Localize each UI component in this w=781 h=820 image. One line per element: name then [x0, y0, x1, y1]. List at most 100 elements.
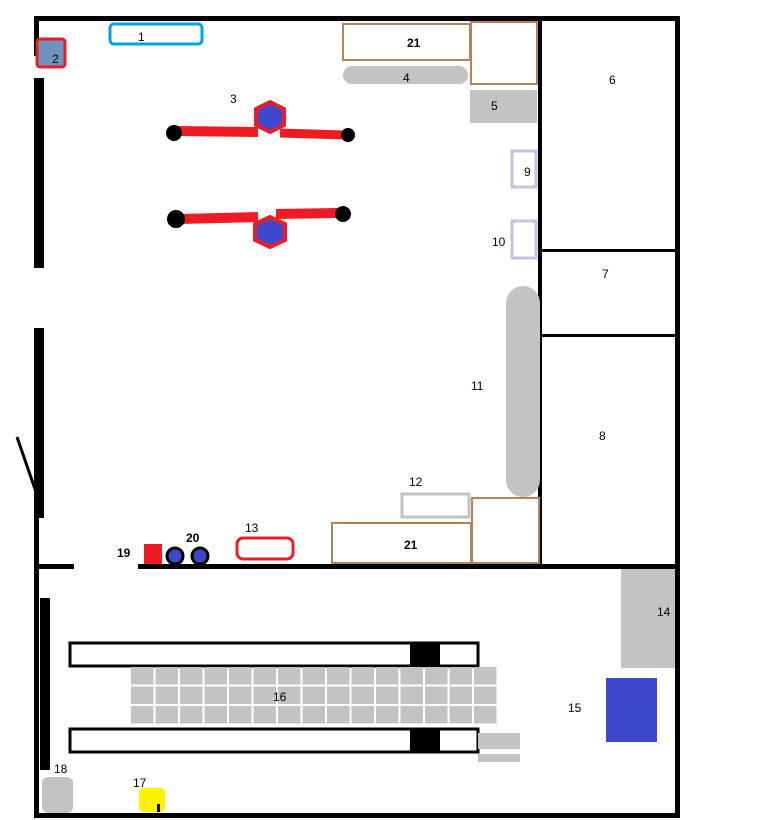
chair-hexagon	[253, 214, 287, 250]
door-swing-line	[15, 436, 38, 493]
seat-cell	[449, 706, 472, 724]
wall-divider-left	[34, 564, 74, 569]
table-end-cap	[166, 125, 182, 141]
item-15-blue-block	[606, 678, 657, 742]
item-13-box	[235, 536, 295, 561]
label-21-bottom: 21	[404, 538, 418, 552]
item-12-box	[400, 492, 471, 519]
seat-cell	[474, 667, 497, 685]
room-6-7-divider	[540, 249, 677, 252]
room-7-8-divider	[540, 334, 677, 337]
item-19-red-block	[144, 544, 162, 564]
wall-left-top-stub	[34, 16, 39, 56]
table-arm	[275, 208, 339, 219]
seat-cell	[204, 686, 227, 704]
label-12: 12	[409, 475, 423, 489]
table-arm	[179, 212, 259, 224]
chair-hexagon	[254, 99, 286, 135]
item-20-round	[165, 546, 185, 566]
label-20: 20	[186, 531, 200, 545]
label-16: 16	[273, 690, 287, 704]
seat-cell	[478, 733, 520, 749]
wall-left-upper	[34, 78, 44, 268]
wall-top	[34, 16, 680, 21]
wall-right	[675, 16, 680, 818]
label-2: 2	[52, 52, 59, 66]
seat-cell	[131, 706, 154, 724]
seat-cell	[327, 706, 350, 724]
item-9-box	[510, 149, 538, 189]
label-18: 18	[54, 762, 68, 776]
seat-cell	[278, 706, 301, 724]
item-21-bottom-cabinet	[331, 522, 472, 564]
seat-cell	[351, 667, 374, 685]
seat-cell	[327, 686, 350, 704]
label-4: 4	[403, 71, 410, 85]
seat-cell	[400, 686, 423, 704]
seat-cell	[478, 754, 520, 762]
seat-cell	[155, 667, 178, 685]
wall-left-bottom-thick	[40, 598, 50, 770]
item-10-box	[510, 219, 538, 260]
seat-cell	[131, 686, 154, 704]
label-13: 13	[245, 521, 259, 535]
item-1-box	[108, 22, 204, 46]
seat-cell	[376, 706, 399, 724]
item-18-block	[42, 777, 73, 813]
item-3-tables	[166, 99, 355, 250]
item-21-bottom-corner-box	[471, 497, 540, 564]
label-10: 10	[492, 235, 506, 249]
seat-cell	[302, 706, 325, 724]
item-17-yellow-block	[139, 788, 165, 812]
seat-cell	[131, 667, 154, 685]
seat-cell	[351, 686, 374, 704]
item-17-mark	[157, 804, 160, 812]
label-17: 17	[133, 776, 147, 790]
seat-cell	[180, 667, 203, 685]
table-arm	[177, 126, 259, 137]
label-15: 15	[568, 701, 582, 715]
item-16-seating-area	[68, 641, 520, 762]
table-end-cap	[167, 210, 185, 228]
seat-cell	[425, 667, 448, 685]
seat-cell	[425, 686, 448, 704]
seat-cell	[253, 667, 276, 685]
label-8: 8	[599, 429, 606, 443]
seat-cell	[474, 686, 497, 704]
seat-cell	[229, 686, 252, 704]
label-14: 14	[657, 605, 671, 619]
seat-cell	[155, 686, 178, 704]
seat-grid	[131, 667, 520, 762]
table-end-cap	[341, 128, 355, 142]
seat-cell	[229, 667, 252, 685]
table-black-segment	[410, 729, 440, 752]
seat-cell	[302, 667, 325, 685]
label-9: 9	[524, 165, 531, 179]
seat-cell	[204, 706, 227, 724]
table-black-segment	[410, 643, 440, 666]
seat-cell	[400, 667, 423, 685]
room-6-left-wall	[538, 21, 542, 564]
seat-cell	[155, 706, 178, 724]
table-end-cap	[335, 206, 351, 222]
label-21-top: 21	[407, 36, 421, 50]
wall-divider-right	[138, 564, 680, 569]
seat-cell	[449, 667, 472, 685]
item-5-block	[470, 90, 537, 123]
long-table-upper	[68, 641, 480, 668]
seat-cell	[278, 667, 301, 685]
wall-left-middle	[34, 328, 44, 518]
seat-cell	[376, 667, 399, 685]
label-5: 5	[491, 99, 498, 113]
seat-cell	[400, 706, 423, 724]
label-3: 3	[230, 92, 237, 106]
seat-cell	[253, 686, 276, 704]
label-6: 6	[609, 73, 616, 87]
item-21-top-corner-box	[470, 21, 538, 85]
seat-cell	[474, 706, 497, 724]
seat-cell	[425, 706, 448, 724]
wall-bottom	[34, 813, 680, 818]
label-11: 11	[471, 379, 484, 393]
item-4-bench	[343, 66, 468, 84]
wall-left-bottom-room	[34, 569, 39, 818]
